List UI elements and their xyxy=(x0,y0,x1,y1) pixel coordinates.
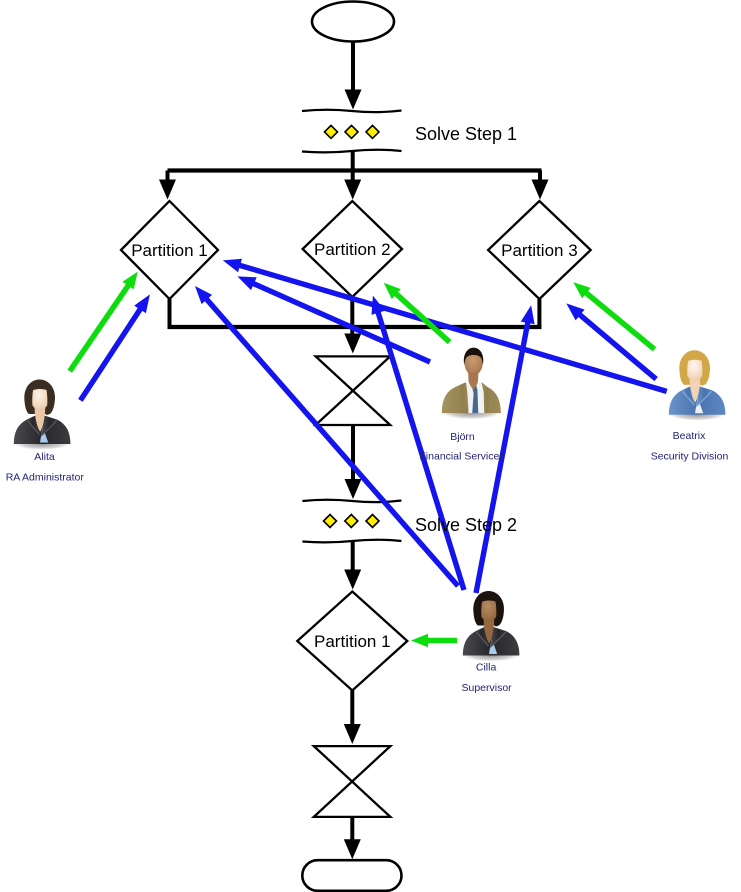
svg-text:Partition 1: Partition 1 xyxy=(131,241,208,260)
svg-text:Beatrix: Beatrix xyxy=(673,430,706,442)
svg-text:Solve Step 2: Solve Step 2 xyxy=(415,515,517,535)
svg-text:Solve Step 1: Solve Step 1 xyxy=(415,124,517,144)
svg-text:Financial Services: Financial Services xyxy=(419,451,504,463)
svg-text:Partition 1: Partition 1 xyxy=(314,632,391,651)
svg-text:Björn: Björn xyxy=(450,431,475,443)
svg-text:RA Administrator: RA Administrator xyxy=(6,472,85,484)
svg-text:Supervisor: Supervisor xyxy=(461,682,512,694)
svg-text:Alita: Alita xyxy=(34,451,55,463)
svg-text:Partition 2: Partition 2 xyxy=(314,240,391,259)
svg-text:Cilla: Cilla xyxy=(476,662,497,674)
svg-text:Partition 3: Partition 3 xyxy=(501,241,578,260)
svg-text:Security Division: Security Division xyxy=(651,451,729,463)
